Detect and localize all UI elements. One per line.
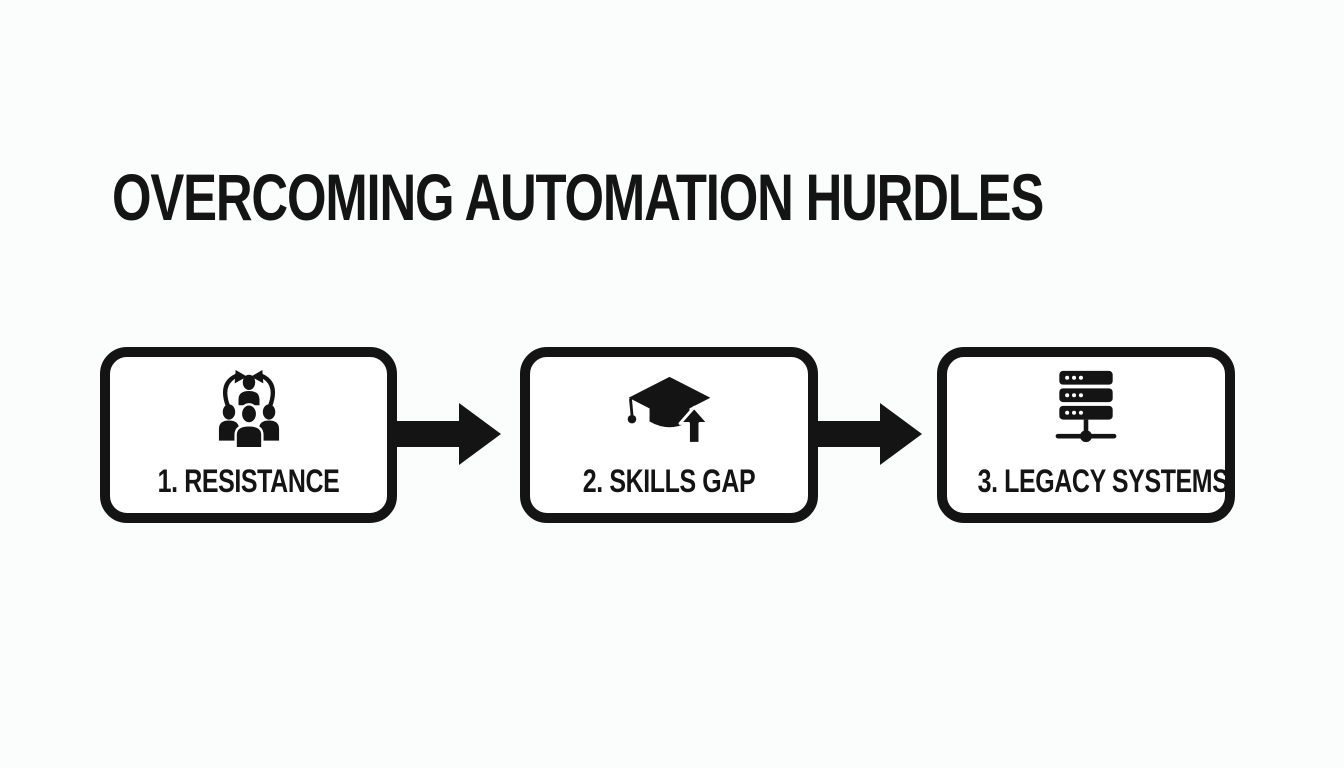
step-label: 1. RESISTANCE (157, 463, 340, 499)
step-box-legacy-systems: 3. LEGACY SYSTEMS (937, 347, 1235, 523)
graduation-cap-icon (530, 374, 808, 450)
step-label: 2. SKILLS GAP (582, 463, 756, 499)
step-label: 3. LEGACY SYSTEMS (977, 463, 1229, 499)
step-box-resistance: 1. RESISTANCE (100, 347, 397, 523)
step-box-skills-gap: 2. SKILLS GAP (520, 347, 818, 523)
arrow-right-icon (397, 403, 501, 465)
page-title: OVERCOMING AUTOMATION HURDLES (112, 160, 1044, 234)
arrow-right-icon (818, 403, 922, 465)
team-change-icon (110, 369, 387, 453)
server-network-icon (947, 369, 1225, 450)
